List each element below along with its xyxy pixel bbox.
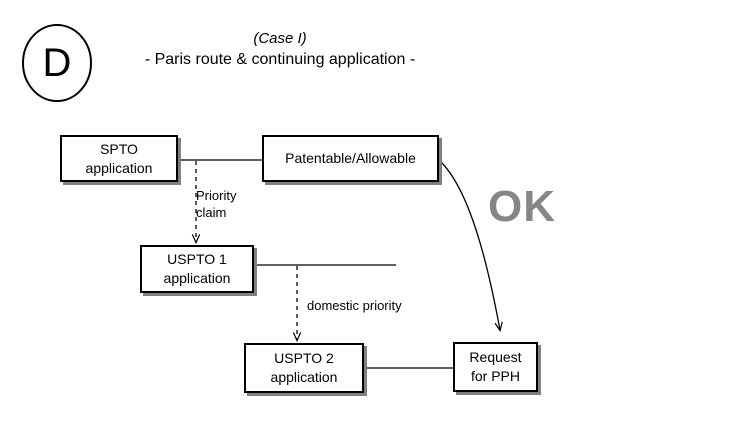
- edge-label-priority-line-2: claim: [196, 204, 227, 220]
- node-uspto1-line-2: application: [163, 270, 231, 286]
- title-subtitle: - Paris route & continuing application -: [144, 50, 416, 68]
- title-block: (Case I) - Paris route & continuing appl…: [120, 30, 440, 70]
- edge-label-domestic-priority: domestic priority: [307, 298, 402, 313]
- node-spto-line-2: application: [85, 159, 153, 176]
- badge-letter: D: [42, 41, 72, 85]
- connector-ok-curved-arrow: [439, 160, 500, 330]
- node-request-for-pph[interactable]: Request for PPH: [453, 342, 538, 392]
- node-patentable-line-1: Patentable/Allowable: [285, 150, 416, 167]
- badge-ellipse: [22, 24, 92, 102]
- node-uspto2-line-1: USPTO 2: [274, 350, 334, 367]
- node-uspto1-line-1: USPTO 1: [167, 251, 227, 268]
- node-patentable-allowable[interactable]: Patentable/Allowable: [262, 135, 439, 182]
- edge-label-priority-line-1: Priority: [196, 188, 237, 203]
- node-uspto1-application[interactable]: USPTO 1 application: [140, 245, 254, 293]
- node-uspto2-application[interactable]: USPTO 2 application: [244, 343, 364, 393]
- node-spto-application[interactable]: SPTO application: [60, 135, 178, 182]
- node-spto-line-1: SPTO: [100, 140, 138, 157]
- node-uspto2-line-2: application: [270, 369, 338, 385]
- ok-stamp-text: OK: [488, 182, 556, 231]
- node-request-line-2: for PPH: [470, 368, 520, 384]
- title-case-label: (Case I): [253, 30, 307, 47]
- node-request-line-1: Request: [469, 349, 522, 366]
- edge-label-priority-claim: Priority claim: [196, 188, 236, 222]
